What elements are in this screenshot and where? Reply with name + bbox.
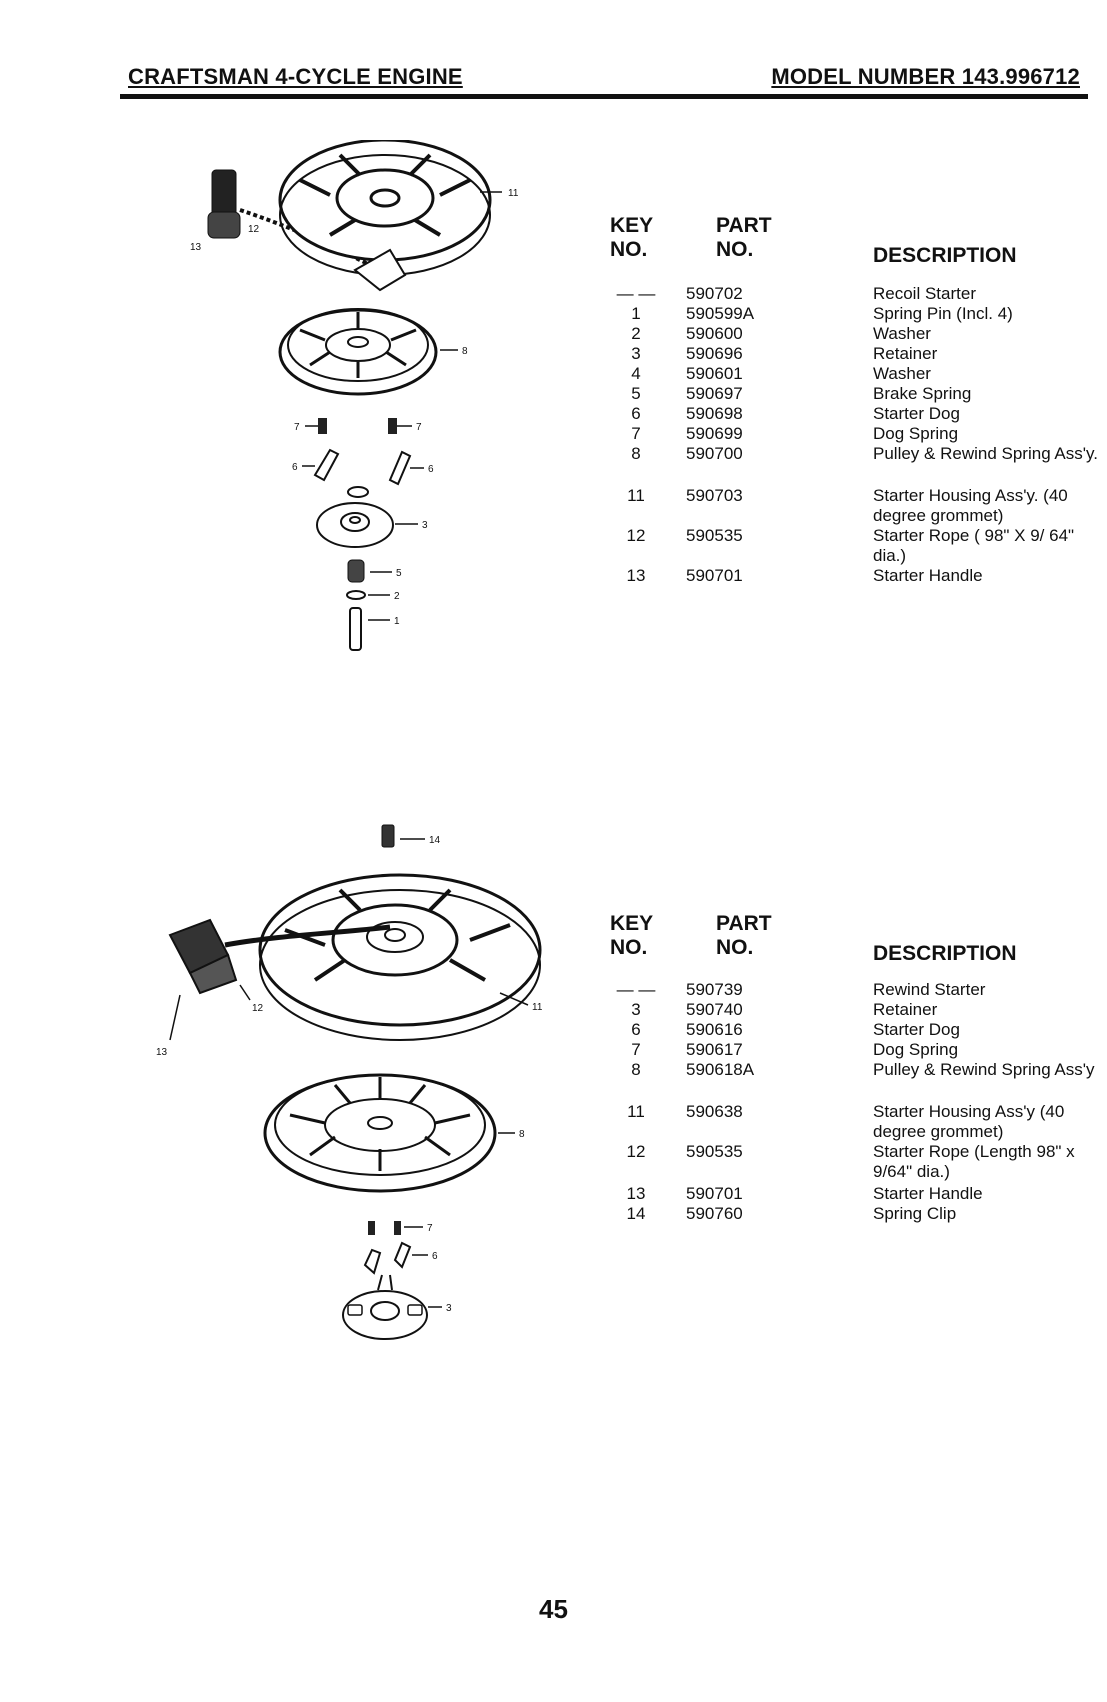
label-6-b: 6: [432, 1251, 438, 1262]
label-12-b: 12: [252, 1003, 264, 1014]
label-5: 5: [396, 568, 402, 579]
label-12: 12: [248, 224, 260, 235]
starter-housing-illustration-2: [258, 873, 542, 1041]
page-header: CRAFTSMAN 4-CYCLE ENGINE MODEL NUMBER 14…: [120, 62, 1088, 99]
label-11: 11: [508, 188, 519, 199]
label-7b: 7: [416, 422, 422, 433]
retainer-illustration: [316, 502, 394, 548]
key-header-line1: KEY: [610, 912, 654, 935]
key-header-line1: KEY: [610, 214, 654, 237]
pulley-illustration-2: [263, 1073, 497, 1193]
pulley-illustration: [278, 308, 438, 396]
page-number: 45: [539, 1594, 568, 1624]
part-header-line1: PART: [716, 912, 772, 935]
retainer-illustration-2: [342, 1274, 428, 1340]
starter-housing-illustration: [278, 140, 492, 292]
part-header-line2: NO.: [716, 238, 754, 261]
label-3: 3: [422, 520, 428, 531]
label-7-b: 7: [427, 1223, 433, 1234]
part-header-line2: NO.: [716, 936, 754, 959]
key-header-line2: NO.: [610, 238, 648, 261]
label-2: 2: [394, 591, 400, 602]
label-1: 1: [394, 616, 400, 627]
starter-handle-illustration-2: [168, 918, 238, 995]
parts-table-recoil-starter: KEY NO. PART NO. DESCRIPTION — — 590702 …: [610, 214, 1098, 585]
label-13-b: 13: [156, 1047, 168, 1058]
description-header: DESCRIPTION: [873, 244, 1017, 267]
parts-table-rewind-starter: KEY NO. PART NO. DESCRIPTION — — 590739 …: [610, 912, 1095, 1223]
label-6b: 6: [428, 464, 434, 475]
label-13: 13: [190, 242, 202, 253]
label-11-b: 11: [532, 1002, 543, 1013]
header-model-number: MODEL NUMBER 143.996712: [771, 64, 1080, 89]
label-7a: 7: [294, 422, 300, 433]
description-header: DESCRIPTION: [873, 942, 1017, 965]
recoil-starter-diagram: 11 12 13 8 7 7 6 6: [180, 140, 560, 720]
header-title: CRAFTSMAN 4-CYCLE ENGINE: [128, 64, 463, 89]
label-8: 8: [462, 346, 468, 357]
label-3-b: 3: [446, 1303, 452, 1314]
label-6a: 6: [292, 462, 298, 473]
key-header-line2: NO.: [610, 936, 648, 959]
part-header-line1: PART: [716, 214, 772, 237]
label-14: 14: [429, 835, 441, 846]
starter-handle-illustration: [207, 169, 241, 239]
rewind-starter-diagram: 14 11 12 13 8: [140, 815, 580, 1455]
label-8-b: 8: [519, 1129, 525, 1140]
